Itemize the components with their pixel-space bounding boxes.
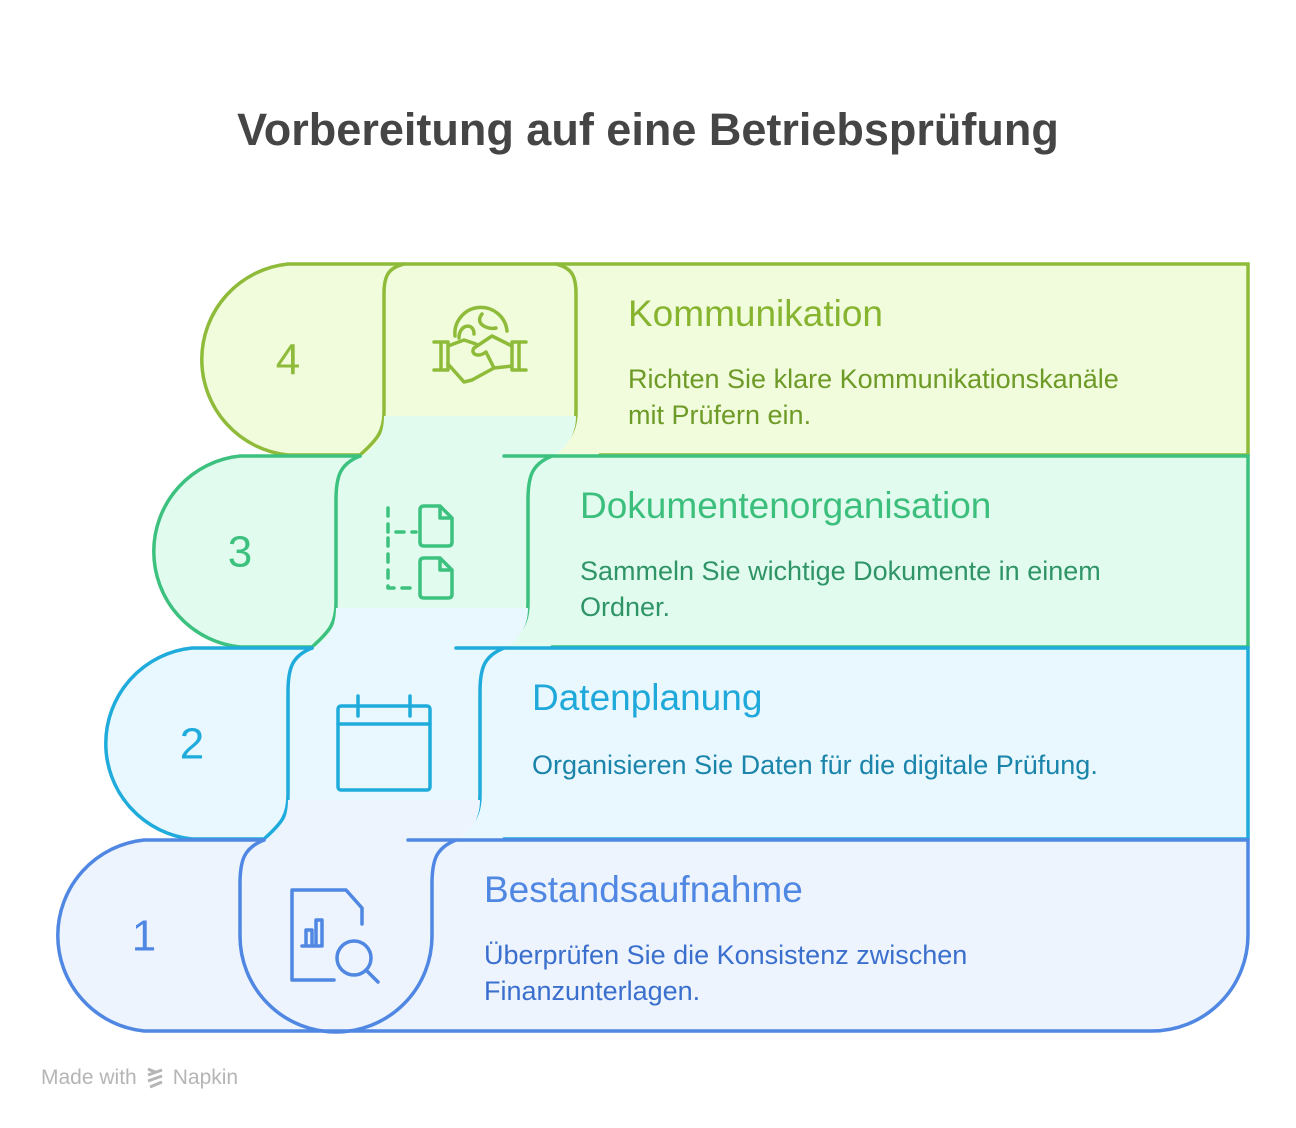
handshake-globe-icon [432, 305, 528, 384]
step-title: Bestandsaufnahme [484, 869, 803, 910]
step-number: 2 [180, 720, 204, 769]
step-number: 3 [228, 528, 252, 577]
diagram-title: Vorbereitung auf eine Betriebsprüfung [237, 104, 1059, 155]
step-description: Ordner. [580, 592, 670, 622]
step-description: Überprüfen Sie die Konsistenz zwischen [484, 940, 967, 970]
calendar-icon [336, 694, 432, 792]
step-column-edge [430, 838, 458, 938]
step-column-edge [262, 646, 314, 841]
step-description: Sammeln Sie wichtige Dokumente in einem [580, 556, 1101, 586]
made-with-label: Made with [41, 1066, 137, 1089]
step-column-edge [310, 454, 362, 649]
step-outline-left [104, 646, 314, 841]
step-band [57, 840, 1248, 1031]
step-column-edge [238, 838, 266, 938]
step-description: mit Prüfern ein. [628, 400, 811, 430]
chart-document-search-icon [290, 888, 380, 984]
napkin-brand: Napkin [172, 1066, 239, 1089]
step-number: 1 [132, 912, 156, 961]
step-outline-left [152, 454, 362, 649]
napkin-footer: Made with Napkin [41, 1066, 238, 1090]
step-outline-left [200, 262, 406, 457]
step-outline-right [334, 838, 1250, 1033]
step-description: Finanzunterlagen. [484, 976, 700, 1006]
step-outline-left [56, 838, 338, 1033]
step-column-edge [358, 262, 406, 457]
step-title: Dokumentenorganisation [580, 485, 991, 526]
step-description: Organisieren Sie Daten für die digitale … [532, 750, 1098, 780]
step-title: Datenplanung [532, 677, 762, 718]
step-band [201, 264, 1248, 455]
napkin-logo-icon [147, 1067, 163, 1089]
step-description: Richten Sie klare Kommunikationskanäle [628, 364, 1119, 394]
step-title: Kommunikation [628, 293, 883, 334]
step-number: 4 [276, 336, 300, 385]
document-tree-icon [386, 504, 454, 600]
